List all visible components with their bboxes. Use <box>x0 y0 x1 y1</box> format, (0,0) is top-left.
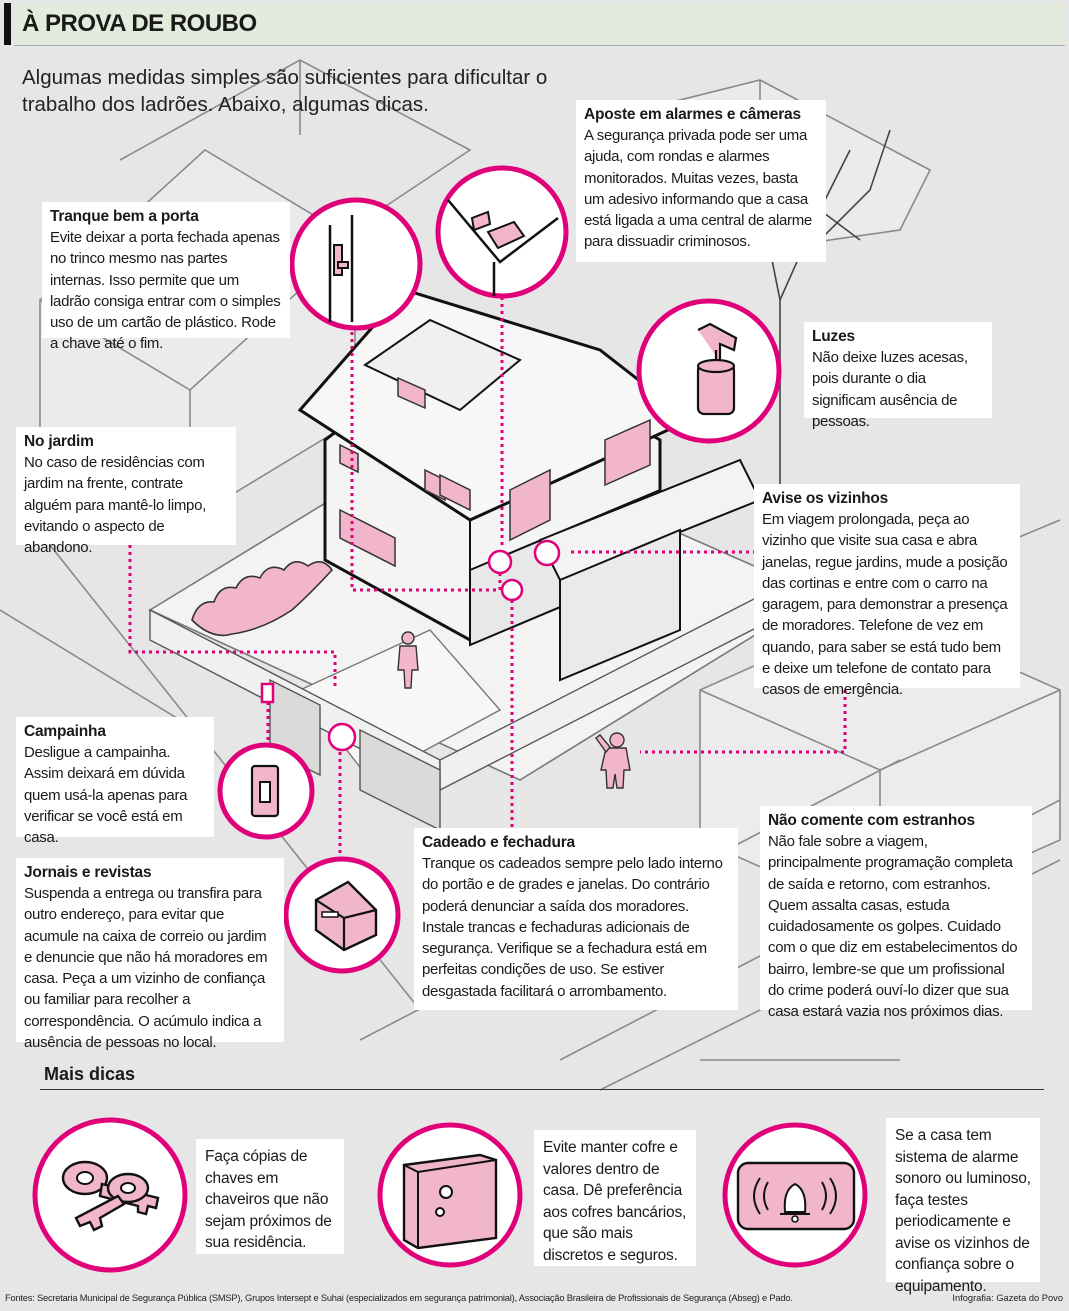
tip-body: Não deixe luzes acesas, pois durante o d… <box>812 349 968 430</box>
tip-body: Evite deixar a porta fechada apenas no t… <box>50 229 281 353</box>
tip-jornais: Jornais e revistas Suspenda a entrega ou… <box>16 858 284 1051</box>
page-title: À PROVA DE ROUBO <box>22 10 257 37</box>
tip-heading: No jardim <box>24 433 94 450</box>
tip-campainha: Campainha Desligue a campainha. Assim de… <box>16 717 214 846</box>
tip-heading: Avise os vizinhos <box>762 490 889 507</box>
tip-body: Tranque os cadeados sempre pelo lado int… <box>422 855 723 1000</box>
main-house <box>297 288 762 682</box>
header-strip <box>14 3 1065 46</box>
tip-heading: Tranque bem a porta <box>50 208 199 225</box>
dotted-leaders <box>128 290 847 860</box>
tip-heading: Campainha <box>24 723 106 740</box>
tip-estranhos: Não comente com estranhos Não fale sobre… <box>760 806 1032 1020</box>
tip-body: A segurança privada pode ser uma ajuda, … <box>584 127 812 251</box>
footer-credit: Infografia: Gazeta do Povo <box>952 1293 1063 1303</box>
mais-dica-chaves: Faça cópias de chaves em chaveiros que n… <box>196 1139 344 1254</box>
safe-icon <box>377 1122 523 1268</box>
page-subtitle: Algumas medidas simples são suficientes … <box>22 66 548 116</box>
doorbell-icon <box>217 742 315 840</box>
tip-heading: Aposte em alarmes e câmeras <box>584 106 801 123</box>
security-camera-icon <box>435 165 569 299</box>
hedge <box>191 561 334 637</box>
light-fixture-icon <box>636 298 782 444</box>
footer-sources: Fontes: Secretaria Municipal de Seguranç… <box>5 1293 793 1303</box>
mailbox-icon <box>283 856 401 974</box>
door-lock-icon <box>289 197 423 331</box>
tip-porta: Tranque bem a porta Evite deixar a porta… <box>42 202 290 352</box>
alarm-bell-icon <box>722 1122 868 1268</box>
tip-body: No caso de residências com jardim na fre… <box>24 454 206 557</box>
tip-heading: Cadeado e fechadura <box>422 834 575 851</box>
tip-heading: Luzes <box>812 328 855 345</box>
tip-luzes: Luzes Não deixe luzes acesas, pois duran… <box>804 322 992 430</box>
tip-body: Desligue a campainha. Assim deixará em d… <box>24 744 188 847</box>
tip-body: Não fale sobre a viagem, principalmente … <box>768 833 1018 1021</box>
tip-heading: Jornais e revistas <box>24 864 152 881</box>
tip-body: Em viagem prolongada, peça ao vizinho qu… <box>762 511 1008 699</box>
tip-heading: Não comente com estranhos <box>768 812 975 829</box>
fence <box>149 558 831 832</box>
mais-dica-alarme: Se a casa tem sistema de alarme sonoro o… <box>886 1118 1040 1295</box>
tip-jardim: No jardim No caso de residências com jar… <box>16 427 236 556</box>
mais-dica-cofre: Evite manter cofre e valores dentro de c… <box>534 1130 696 1266</box>
small-callout-markers <box>260 539 561 752</box>
mais-dicas-title: Mais dicas <box>44 1064 136 1084</box>
tip-body: Suspenda a entrega ou transfira para out… <box>24 885 268 1052</box>
tip-alarmes: Aposte em alarmes e câmeras A segurança … <box>576 100 826 262</box>
keys-icon <box>32 1117 188 1273</box>
people <box>397 631 631 789</box>
header-accent-bar <box>4 3 11 45</box>
tip-vizinhos: Avise os vizinhos Em viagem prolongada, … <box>754 484 1020 698</box>
tip-cadeado: Cadeado e fechadura Tranque os cadeados … <box>414 828 738 1010</box>
header <box>0 0 1069 46</box>
mais-dicas-divider <box>40 1089 1044 1090</box>
